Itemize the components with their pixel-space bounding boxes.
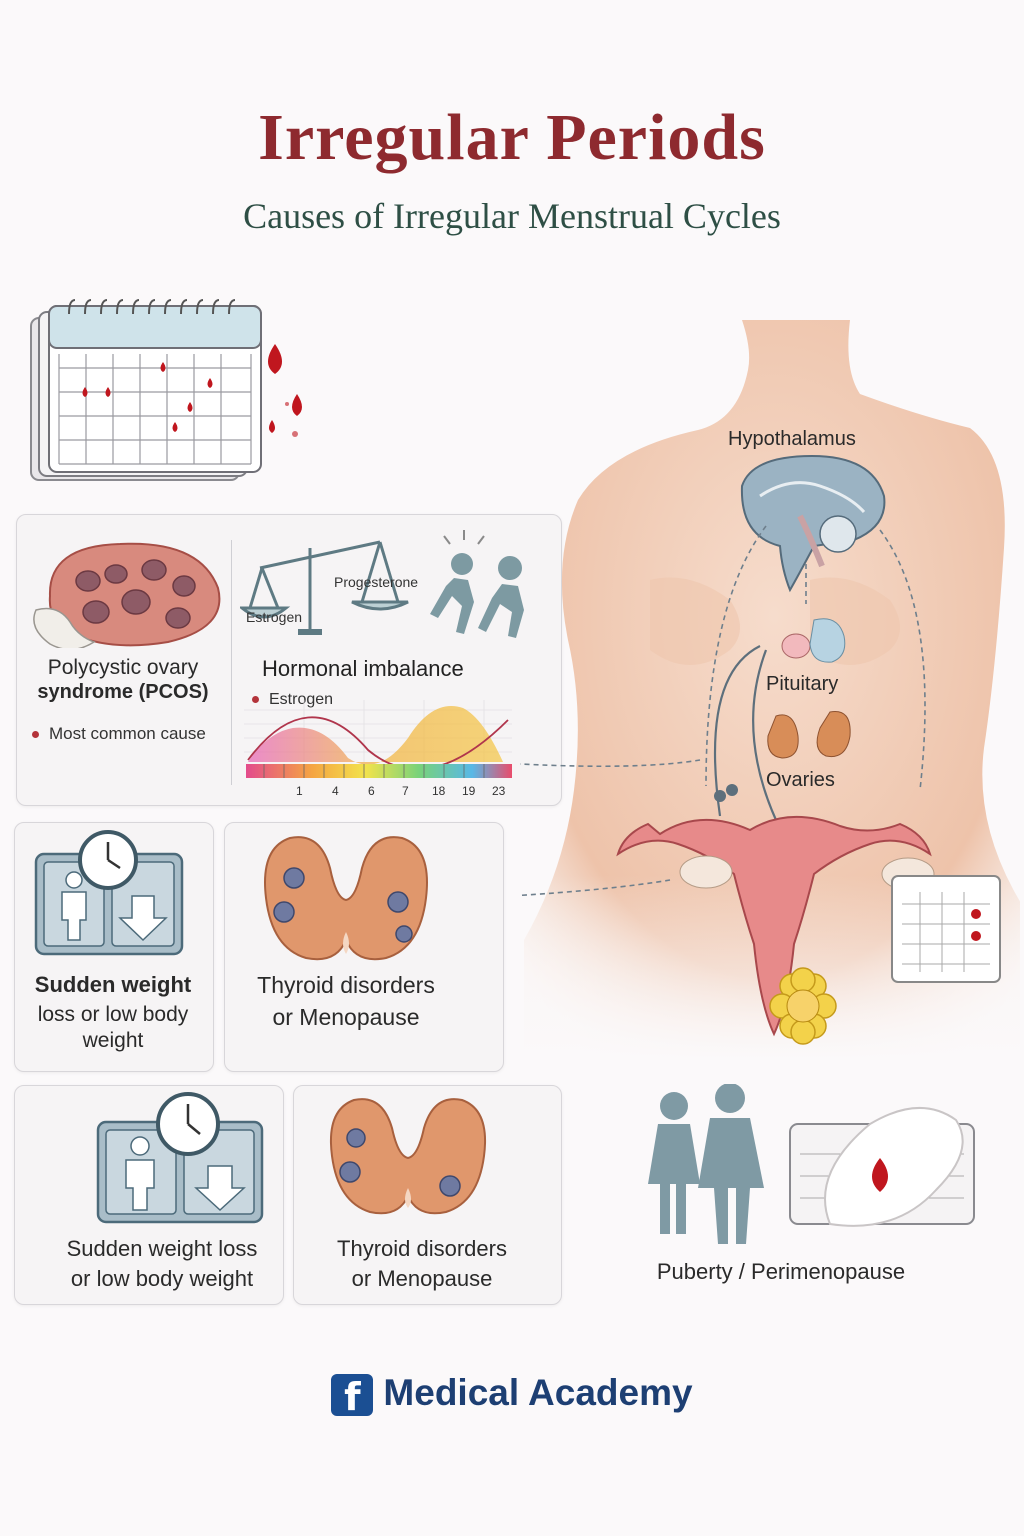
pcos-bullet-text: Most common cause xyxy=(49,724,206,743)
mini-calendar-icon xyxy=(891,875,1001,983)
legend-dot xyxy=(252,696,259,704)
brand-name: Medical Academy xyxy=(383,1372,693,1413)
tick-label: 19 xyxy=(462,784,476,798)
facebook-icon: f xyxy=(331,1374,374,1419)
scale-label-progesterone: Progesterone xyxy=(334,574,419,590)
pituitary-gland-icon xyxy=(781,618,846,663)
thyroid-gland-icon xyxy=(330,1098,486,1215)
hormonal-title: Hormonal imbalance xyxy=(262,656,464,681)
hormone-curve-chart xyxy=(244,700,512,778)
pituitary-label: Pituitary xyxy=(766,673,839,695)
blood-drop-icons xyxy=(82,344,302,437)
tick-label: 6 xyxy=(368,784,375,798)
tick-label: 4 xyxy=(332,784,339,798)
hormonal-legend-text: Estrogen xyxy=(269,691,334,708)
girl-woman-silhouette-icon xyxy=(648,1084,764,1244)
weight-card-2-label: Sudden weight loss or low body weight xyxy=(66,1236,258,1292)
card-divider xyxy=(231,540,232,785)
ovaries-label: Ovaries xyxy=(766,769,835,791)
flower-icon xyxy=(769,967,837,1045)
tick-label: 18 xyxy=(432,784,446,798)
motion-lines-icon xyxy=(443,530,485,545)
thyroid-card-2-label: Thyroid disorders or Menopause xyxy=(337,1236,507,1292)
calendar-blood-drops-illustration xyxy=(30,299,302,481)
bullet-dot xyxy=(32,731,39,739)
calendar-pad-icon xyxy=(789,1107,975,1227)
puberty-perimenopause-illustration xyxy=(648,1084,975,1244)
thyroid-card-label: Thyroid disorders or Menopause xyxy=(257,972,435,1030)
tick-label: 23 xyxy=(492,784,506,798)
calendar-icon xyxy=(30,299,262,481)
female-body-anatomy-illustration xyxy=(520,320,1020,1060)
ovary-cysts-icon xyxy=(33,542,221,648)
hypothalamus-label: Hypothalamus xyxy=(728,428,856,450)
weight-scale-clock-icon xyxy=(96,1092,264,1224)
scale-label-estrogen: Estrogen xyxy=(246,609,303,625)
hormone-scale-icon xyxy=(240,530,524,638)
pcos-title: Polycystic ovary syndrome (PCOS) xyxy=(37,656,209,704)
hormonal-legend: Estrogen xyxy=(252,691,333,709)
brain-icon xyxy=(740,454,886,593)
page-subtitle: Causes of Irregular Menstrual Cycles xyxy=(243,196,781,236)
thyroid-gland-icon xyxy=(264,836,428,961)
running-people-icon xyxy=(430,553,524,638)
tick-label: 1 xyxy=(296,784,303,798)
weight-scale-clock-icon xyxy=(34,830,184,956)
pcos-bullet: Most common cause xyxy=(32,724,206,744)
weight-card-label: Sudden weight loss or low body weight xyxy=(34,972,192,1052)
tick-label: 7 xyxy=(402,784,409,798)
puberty-perimenopause-label: Puberty / Perimenopause xyxy=(656,1259,906,1284)
page-title: Irregular Periods xyxy=(258,101,766,174)
ovaries-icon xyxy=(767,711,851,759)
